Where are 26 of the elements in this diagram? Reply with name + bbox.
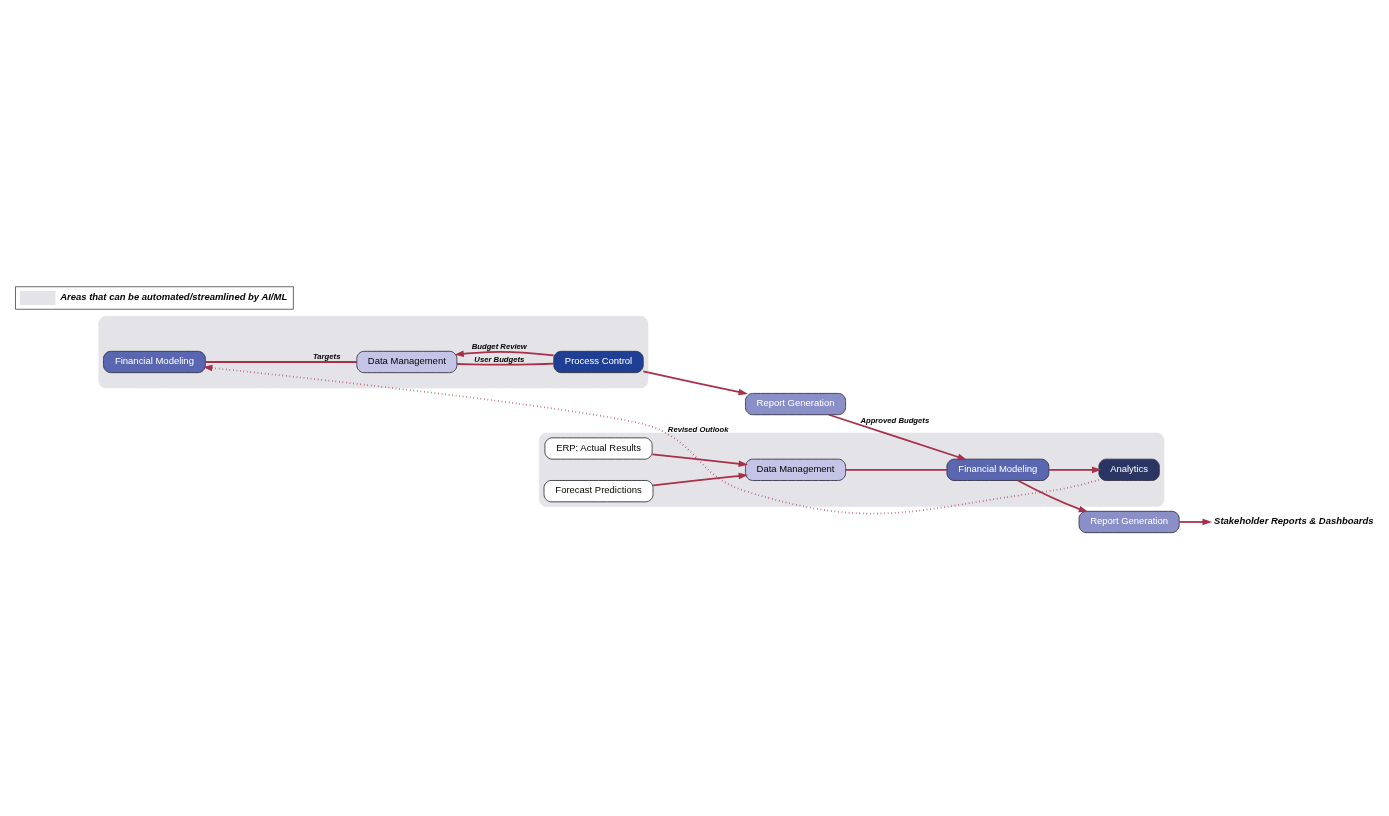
node-box: Process Control (553, 350, 644, 373)
arrow (454, 349, 555, 357)
node-box: Analytics (1098, 458, 1160, 481)
node-box: Report Generation (1078, 510, 1180, 533)
arrow (828, 413, 968, 460)
arrow (1048, 466, 1102, 473)
node-box: ERP: Actual Results (544, 436, 653, 460)
connector (844, 468, 948, 471)
node-box: Forecast Predictions (543, 479, 654, 502)
node-box: Data Management (745, 458, 847, 481)
node-box: Report Generation (745, 392, 847, 415)
arrow (202, 364, 1100, 514)
cluster (98, 315, 649, 388)
arrow (1016, 479, 1089, 512)
node-box: Financial Modeling (103, 350, 206, 373)
node-box: Financial Modeling (946, 458, 1050, 481)
node-box: Data Management (356, 350, 458, 373)
arrow (1178, 518, 1212, 525)
arrow (652, 472, 749, 486)
arrow (651, 452, 749, 467)
connector (456, 362, 555, 366)
connector (204, 360, 358, 363)
node-text: Stakeholder Reports & Dashboards (1214, 514, 1374, 526)
cluster (538, 432, 1165, 507)
arrow (642, 370, 749, 395)
legend-label: Areas that can be automated/streamlined by AI/ML (60, 290, 288, 302)
